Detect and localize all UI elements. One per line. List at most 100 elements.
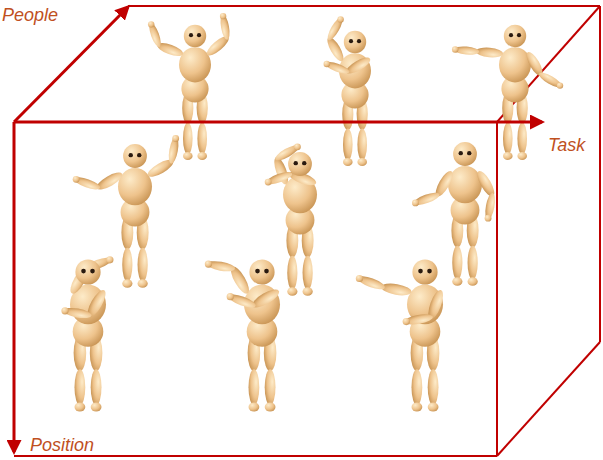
limb — [138, 248, 148, 282]
hand — [412, 200, 419, 207]
eye — [349, 39, 353, 43]
foot — [343, 158, 353, 166]
limb — [227, 292, 257, 310]
chest — [118, 168, 152, 205]
limb — [357, 128, 367, 160]
hand — [356, 275, 363, 282]
position-axis — [13, 122, 16, 452]
hand — [172, 135, 179, 142]
mannequin-figure — [324, 16, 373, 166]
foot — [249, 403, 260, 412]
hand — [485, 215, 492, 222]
hand — [557, 82, 563, 88]
head — [344, 31, 366, 53]
limb — [249, 369, 260, 405]
mannequin-figure — [452, 25, 563, 160]
limb — [452, 246, 462, 280]
eye — [264, 269, 269, 274]
cube-edge — [496, 122, 498, 456]
eye — [302, 161, 306, 165]
limb — [517, 122, 527, 154]
hand — [337, 16, 343, 22]
eye — [81, 269, 86, 274]
eye — [197, 33, 201, 37]
mannequin-figure — [147, 13, 231, 160]
foot — [428, 403, 439, 412]
hand — [265, 179, 272, 186]
head — [123, 144, 147, 168]
cube-edge — [497, 342, 600, 456]
limb — [197, 122, 207, 154]
axis-label: Task — [548, 136, 585, 154]
limb — [75, 369, 86, 405]
mannequin-figure — [412, 142, 497, 286]
foot — [122, 279, 132, 288]
head — [249, 259, 274, 284]
head — [184, 25, 206, 47]
limb — [250, 286, 282, 311]
hand — [205, 260, 212, 267]
chest — [499, 47, 531, 82]
foot — [517, 152, 527, 160]
eye — [459, 151, 463, 155]
eye — [189, 33, 193, 37]
foot — [91, 403, 102, 412]
limb — [147, 21, 163, 48]
foot — [75, 403, 86, 412]
limb — [265, 169, 293, 186]
head — [412, 259, 437, 284]
mannequin-figure — [205, 259, 282, 411]
eye — [137, 153, 141, 157]
axis-arrows — [14, 7, 542, 452]
limb — [219, 14, 231, 41]
axis-label: People — [2, 6, 58, 24]
hand — [403, 318, 410, 325]
limb — [122, 248, 132, 282]
chest — [179, 47, 211, 82]
eye — [255, 269, 260, 274]
limb — [380, 281, 412, 297]
limb — [265, 369, 276, 405]
limb — [503, 122, 513, 154]
head — [288, 152, 312, 176]
limb — [73, 175, 101, 192]
limb — [356, 274, 386, 292]
eye — [427, 269, 432, 274]
hand — [106, 256, 113, 263]
axis-label: Position — [30, 436, 94, 454]
limb — [412, 190, 440, 207]
cube-edge — [599, 6, 601, 342]
foot — [468, 277, 478, 286]
limb — [324, 60, 351, 76]
limb — [303, 256, 313, 290]
hand — [220, 13, 226, 19]
head — [75, 259, 100, 284]
eye — [90, 269, 95, 274]
hand — [294, 143, 301, 150]
limb — [475, 47, 503, 59]
foot — [183, 152, 193, 160]
mannequin-figure — [356, 259, 446, 411]
limb — [183, 122, 193, 154]
hand — [148, 21, 154, 27]
eye — [418, 269, 423, 274]
limb — [428, 369, 439, 405]
limb — [324, 35, 346, 63]
foot — [303, 287, 313, 296]
foot — [503, 152, 513, 160]
foot — [265, 403, 276, 412]
hand — [227, 293, 234, 300]
eye — [467, 151, 471, 155]
limb — [167, 136, 180, 164]
eye — [509, 33, 513, 37]
eye — [357, 39, 361, 43]
mannequin-figure — [61, 255, 113, 412]
foot — [287, 287, 297, 296]
limb — [412, 369, 423, 405]
limb — [287, 256, 297, 290]
hand — [61, 307, 68, 314]
limb — [468, 246, 478, 280]
mannequin-figure — [73, 135, 180, 288]
